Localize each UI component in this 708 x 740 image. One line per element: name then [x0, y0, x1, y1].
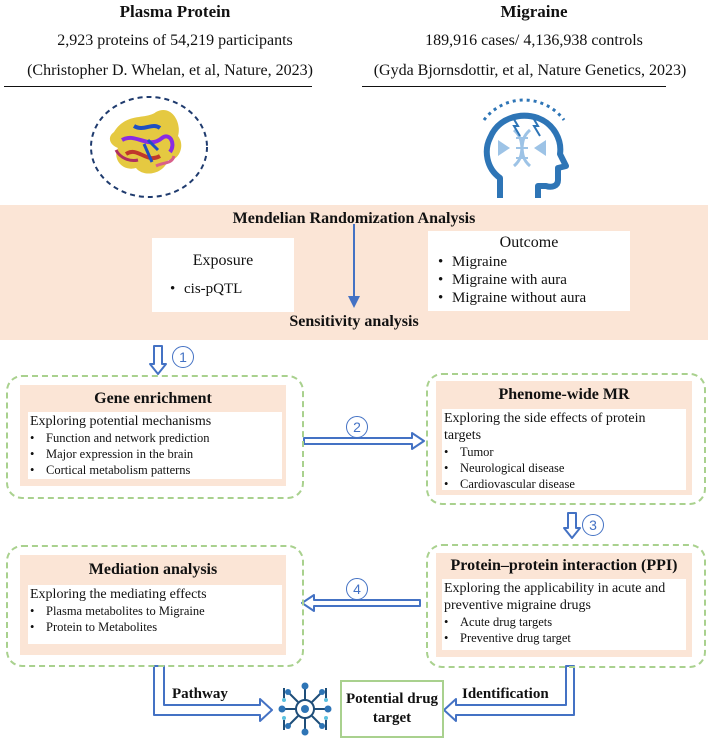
gene-enrichment-frame — [6, 375, 304, 499]
outcome-item: Migraine with aura — [436, 271, 630, 289]
mediation-content: Exploring the mediating effects Plasma m… — [28, 585, 282, 644]
mr-analysis-title: Mendelian Randomization Analysis — [232, 210, 476, 227]
migraine-title: Migraine — [500, 2, 568, 21]
pathway-label: Pathway — [172, 686, 228, 702]
gene-enrichment-item: Function and network prediction — [28, 430, 282, 446]
mediation-box: Mediation analysis Exploring the mediati… — [20, 555, 286, 655]
gene-enrichment-box: Gene enrichment Exploring potential mech… — [20, 385, 286, 486]
gene-enrichment-title: Gene enrichment — [94, 390, 212, 407]
plasma-protein-title: Plasma Protein — [119, 2, 231, 21]
ppi-box: Protein–protein interaction (PPI) Explor… — [436, 553, 692, 657]
protein-structure-icon — [86, 92, 212, 202]
ppi-item: Acute drug targets — [442, 614, 686, 630]
identification-label: Identification — [462, 686, 549, 702]
plasma-protein-citation: (Christopher D. Whelan, et al, Nature, 2… — [27, 62, 313, 79]
outcome-title: Outcome — [499, 234, 559, 251]
ppi-content: Exploring the applicability in acute and… — [442, 579, 686, 650]
left-header-rule — [4, 86, 312, 87]
sensitivity-analysis-label: Sensitivity analysis — [289, 313, 419, 330]
potential-drug-target-box: Potential drug target — [340, 680, 444, 738]
phenome-mr-box: Phenome-wide MR Exploring the side effec… — [436, 381, 692, 495]
ppi-title: Protein–protein interaction (PPI) — [450, 557, 678, 574]
gene-enrichment-item: Cortical metabolism patterns — [28, 462, 282, 478]
gene-enrichment-item: Major expression in the brain — [28, 446, 282, 462]
plasma-protein-count: 2,923 proteins of 54,219 participants — [57, 32, 293, 49]
step-1-badge: 1 — [172, 346, 194, 368]
gene-enrichment-intro: Exploring potential mechanisms — [30, 414, 212, 429]
ppi-frame — [426, 544, 706, 668]
ppi-item: Preventive drug target — [442, 630, 686, 646]
right-header-rule — [362, 86, 666, 87]
outcome-item: Migraine without aura — [436, 289, 630, 307]
molecule-network-icon — [276, 680, 334, 738]
exposure-item: cis-pQTL — [168, 280, 294, 298]
phenome-mr-frame — [426, 373, 706, 505]
outcome-item: Migraine — [436, 253, 630, 271]
gene-enrichment-content: Exploring potential mechanisms Function … — [28, 412, 282, 479]
phenome-mr-content: Exploring the side effects of protein ta… — [442, 409, 686, 492]
phenome-mr-item: Cardiovascular disease — [442, 476, 686, 492]
step-3-badge: 3 — [582, 514, 604, 536]
mediation-item: Protein to Metabolites — [28, 619, 282, 635]
exposure-title: Exposure — [192, 252, 254, 269]
outcome-box: Outcome Migraine Migraine with aura Migr… — [428, 231, 630, 311]
phenome-mr-intro: Exploring the side effects of protein ta… — [444, 411, 646, 443]
potential-drug-target-label: Potential drug target — [345, 691, 439, 726]
mediation-intro: Exploring the mediating effects — [30, 587, 207, 602]
step-4-badge: 4 — [346, 578, 368, 600]
exposure-box: Exposure cis-pQTL — [152, 238, 294, 312]
mediation-item: Plasma metabolites to Migraine — [28, 603, 282, 619]
phenome-mr-title: Phenome-wide MR — [498, 386, 630, 403]
brain-dna-head-icon — [466, 92, 582, 204]
mediation-title: Mediation analysis — [88, 561, 218, 578]
mediation-frame — [6, 545, 304, 667]
phenome-mr-item: Neurological disease — [442, 460, 686, 476]
ppi-intro: Exploring the applicability in acute and… — [444, 581, 666, 613]
migraine-count: 189,916 cases/ 4,136,938 controls — [425, 32, 643, 49]
phenome-mr-item: Tumor — [442, 444, 686, 460]
migraine-citation: (Gyda Bjornsdottir, et al, Nature Geneti… — [373, 62, 687, 79]
step-2-badge: 2 — [346, 416, 368, 438]
